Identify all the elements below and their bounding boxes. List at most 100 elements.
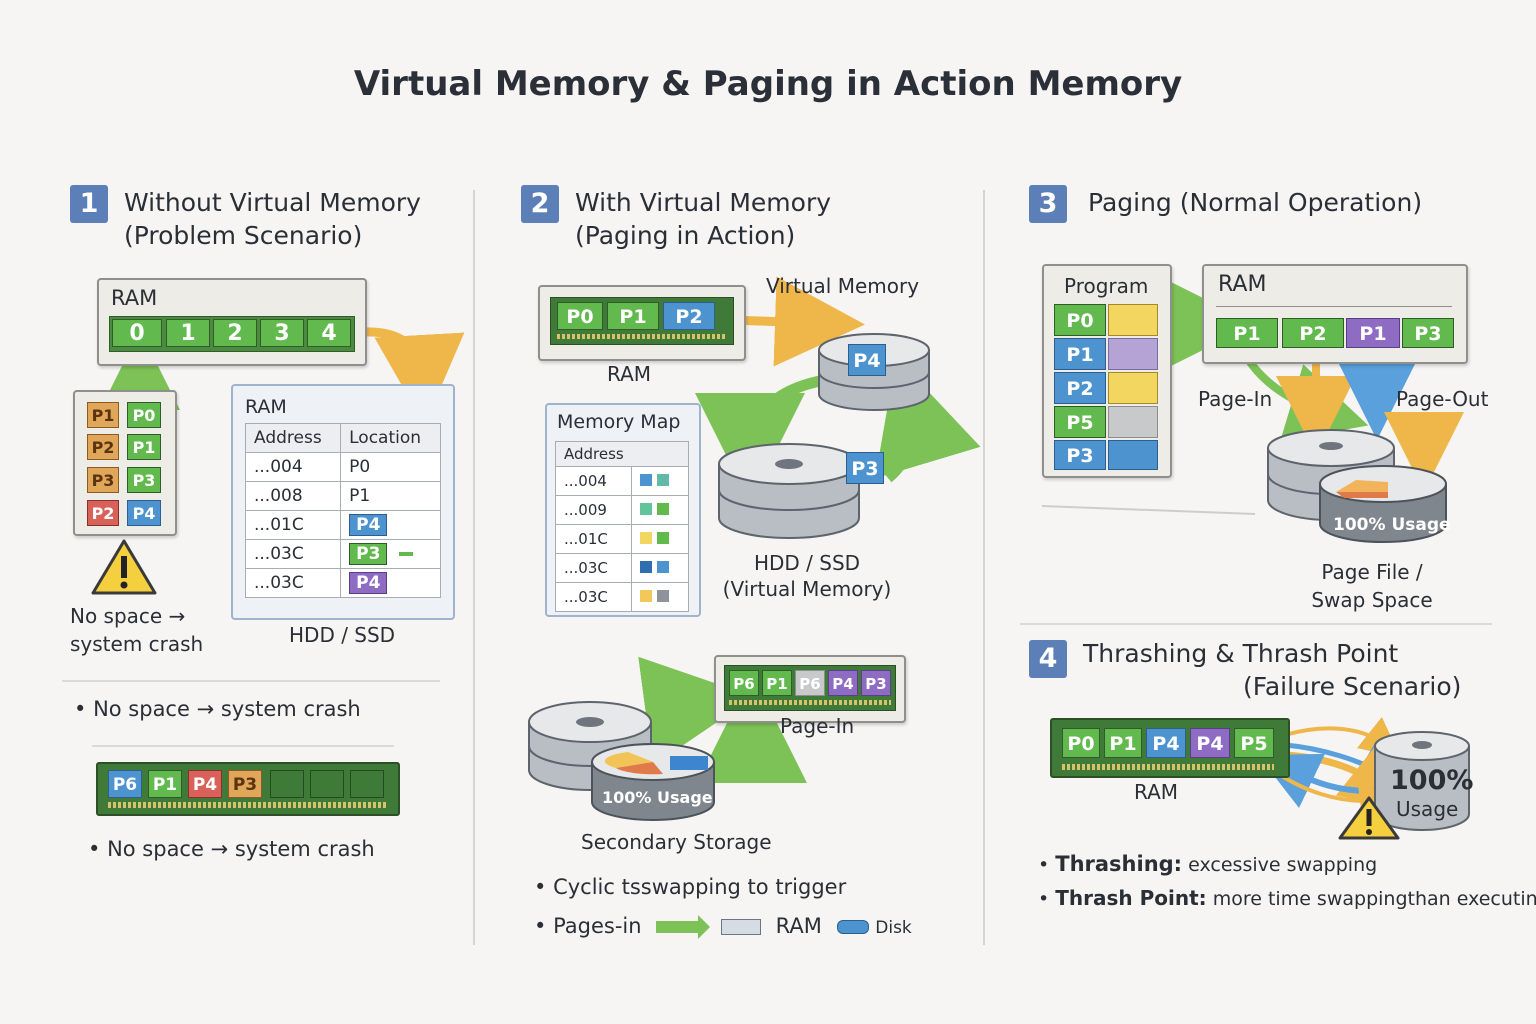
section-4-title-line2: (Failure Scenario) — [1243, 672, 1462, 701]
addr: ...03C — [244, 539, 342, 569]
thrash-arrow-1 — [1284, 716, 1401, 758]
table-row: ...01C — [555, 524, 690, 554]
map-addr: ...004 — [555, 466, 632, 496]
sec2-ram-pins — [557, 334, 725, 339]
sec3-ram-box: RAM P1 P2 P1 P3 — [1202, 264, 1468, 364]
table-row: ...01C P4 — [244, 510, 441, 540]
swatch — [656, 503, 669, 515]
sec2-pagein-label: Page-In — [780, 714, 855, 738]
loc-cell: P4 — [340, 510, 441, 540]
sec3-ram-label: RAM — [1218, 272, 1267, 297]
arrow-storage-to-ram — [638, 656, 755, 766]
sec2-ram-p0: P0 — [557, 302, 603, 330]
pagein-p4: P4 — [828, 670, 858, 696]
sec2-disk-bottom — [718, 443, 860, 539]
sec1-bullet-1-text: No space → system crash — [93, 697, 361, 721]
divider-sec1-b — [92, 745, 394, 747]
sec4-ram-p0: P0 — [1062, 728, 1100, 758]
sec3-program-box: Program P0 P1 P2 P5 P3 — [1042, 264, 1172, 478]
ram-cell-4: 4 — [307, 319, 351, 347]
sec4-ram-p5: P5 — [1234, 728, 1274, 758]
pagein-p1: P1 — [762, 670, 792, 696]
prog-swatch-1 — [1108, 338, 1158, 370]
prog-p2: P2 — [1054, 372, 1106, 404]
proc-page-1b: P0 — [127, 402, 161, 428]
proc-page-3b: P3 — [127, 467, 161, 493]
swatch — [656, 532, 669, 544]
stick-cell-p6: P6 — [108, 770, 142, 798]
sec1-bullet-2: • No space → system crash — [88, 837, 375, 861]
section-1-badge: 1 — [70, 185, 108, 223]
section-2-badge: 2 — [521, 185, 559, 223]
proc-page-4b: P4 — [127, 500, 161, 526]
green-arrow-icon — [656, 915, 711, 939]
disk-page-p4: P4 — [848, 344, 886, 376]
loc-chip: P4 — [349, 572, 388, 594]
prog-p1: P1 — [1054, 338, 1106, 370]
divider-sec3 — [1020, 623, 1492, 625]
program-label: Program — [1064, 274, 1149, 298]
sec1-process-box: P1 P0 P2 P1 P3 P3 P2 P4 — [73, 390, 177, 536]
section-3-badge: 3 — [1029, 185, 1067, 223]
section-1-title-line1: Without Virtual Memory — [124, 188, 421, 217]
addr: ...008 — [244, 481, 342, 511]
prog-p0: P0 — [1054, 304, 1106, 336]
section-2-title-line2: (Paging in Action) — [575, 221, 796, 250]
disk-page-p3: P3 — [846, 452, 884, 484]
sec2-memory-map: Memory Map Address ...004 ...009 ...01C … — [545, 403, 701, 617]
sec3-ram-p3: P3 — [1402, 318, 1454, 348]
map-addr: ...03C — [555, 553, 632, 583]
section-4-badge: 4 — [1029, 640, 1067, 678]
map-addr: ...01C — [555, 524, 632, 554]
bullet2-disk: Disk — [875, 918, 912, 938]
swatch — [639, 590, 652, 602]
sec2-bullet-1-text: Cyclic tsswapping to trigger — [553, 875, 847, 899]
page-in-label: Page-In — [1198, 387, 1273, 411]
table-row: ...03C — [555, 553, 690, 583]
memory-map-title: Memory Map — [557, 411, 681, 433]
pagein-p6b: P6 — [795, 670, 825, 696]
sec1-bullet-1: • No space → system crash — [74, 697, 361, 721]
map-addr: ...009 — [555, 495, 632, 525]
proc-page-1a: P1 — [87, 402, 119, 428]
arrow-disk-cycle-left — [695, 374, 827, 503]
addr: ...01C — [244, 510, 342, 540]
sec2-usage-label: 100% Usage — [602, 788, 713, 807]
sec1-table-title: RAM — [245, 396, 287, 418]
bullet2-prefix: Pages-in — [553, 914, 642, 938]
prog-swatch-4 — [1108, 440, 1158, 470]
prog-p5: P5 — [1054, 406, 1106, 438]
section-3-title: Paging (Normal Operation) — [1088, 188, 1423, 217]
table-row: ...009 — [555, 495, 690, 525]
memory-map-table: Address ...004 ...009 ...01C ...03C ...0… — [555, 441, 690, 612]
section-4-title-line1: Thrashing & Thrash Point — [1083, 639, 1399, 668]
sec2-bullet-2: • Pages-in RAM Disk — [534, 914, 912, 939]
divider-sec1-a — [62, 680, 440, 682]
dash-icon — [399, 552, 414, 556]
swatch — [656, 474, 669, 486]
sec3-swap-disk-front — [1319, 465, 1447, 543]
sec3-ram-p2: P2 — [1282, 318, 1344, 348]
arrow-pagein-down — [696, 673, 807, 784]
arrow-ram-to-table — [359, 327, 465, 425]
proc-page-2b: P1 — [127, 434, 161, 460]
section-2-title: With Virtual Memory (Paging in Action) — [575, 186, 831, 252]
loc-chip: P4 — [349, 514, 388, 536]
sec2-ram-p2: P2 — [663, 302, 715, 330]
prog-p3: P3 — [1054, 440, 1106, 470]
swatch — [639, 503, 652, 515]
sec4-usage-word: Usage — [1396, 797, 1459, 821]
stick-cell-p3: P3 — [228, 770, 262, 798]
floor-line — [1041, 505, 1256, 515]
loc: P0 — [340, 452, 441, 482]
prog-swatch-0 — [1108, 304, 1158, 336]
sec1-ram-stick: P6 P1 P4 P3 — [96, 762, 400, 816]
map-colors — [630, 582, 690, 612]
warning-icon — [91, 539, 157, 595]
swatch — [656, 561, 669, 573]
stick-pins — [108, 802, 386, 808]
